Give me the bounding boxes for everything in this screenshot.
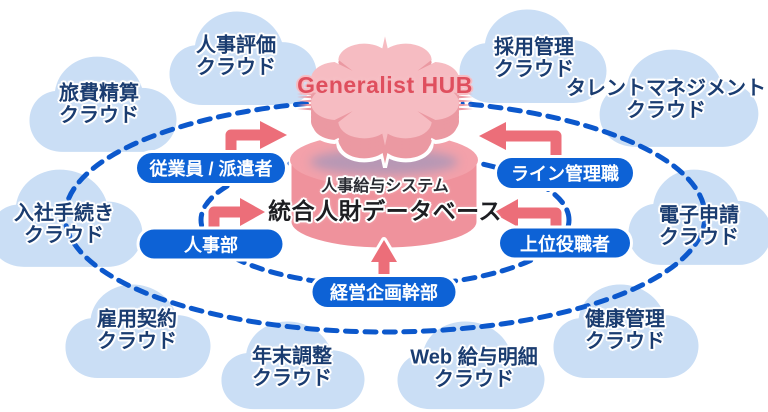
flow-arrows — [205, 118, 565, 280]
cloud-icon — [553, 284, 699, 378]
cloud-label-onboarding: 入社手続きクラウド — [14, 202, 114, 247]
cloud-icon — [599, 49, 759, 147]
cloud-icon — [397, 321, 545, 410]
cloud-icon — [65, 284, 211, 378]
arrow-senior-executives-to-hub — [493, 199, 562, 233]
cloud-health-management — [552, 283, 700, 381]
cloud-label-employment-contract: 雇用契約クラウド — [97, 308, 177, 353]
cloud-label-year-end-adjustment: 年末調整クラウド — [252, 345, 332, 390]
arrow-employees-to-hub — [225, 121, 287, 157]
cloud-label-travel-expense: 旅費精算クラウド — [59, 82, 139, 127]
cloud-recruiting — [458, 8, 608, 106]
cloud-hr-evaluation — [168, 10, 318, 108]
cloud-icon — [459, 9, 607, 103]
cloud-label-e-application: 電子申請クラウド — [659, 204, 739, 249]
role-pill-senior-executives: 上位役職者 — [500, 228, 630, 258]
cloud-icon — [628, 169, 768, 265]
cloud-employment-contract — [64, 283, 212, 381]
role-pill-hr-department: 人事部 — [139, 229, 283, 259]
role-pill-line-managers: ライン管理職 — [497, 158, 633, 188]
cloud-talent-management — [598, 48, 760, 150]
cloud-icon — [0, 169, 143, 267]
cloud-icon — [29, 56, 177, 152]
role-pill-corporate-planning: 経営企画幹部 — [312, 277, 456, 307]
hub-title: Generalist HUB — [297, 72, 473, 99]
cloud-label-recruiting: 採用管理クラウド — [494, 36, 574, 81]
cloud-icon — [221, 321, 365, 410]
cloud-web-payslip — [396, 320, 546, 412]
role-pill-employees-dispatched: 従業員 / 派遣者 — [137, 153, 285, 183]
cloud-label-hr-evaluation: 人事評価クラウド — [196, 34, 276, 79]
cloud-e-application — [627, 168, 768, 268]
cloud-onboarding — [0, 168, 144, 270]
arrow-hr-department-to-hub — [208, 198, 265, 233]
cloud-label-health-management: 健康管理クラウド — [585, 308, 665, 353]
cloud-year-end-adjustment — [220, 320, 366, 412]
cloud-icon — [169, 11, 317, 105]
database-subtitle: 人事給与システム — [321, 178, 449, 196]
database-title: 統合人財データベース — [268, 198, 502, 225]
cloud-travel-expense — [28, 55, 178, 155]
cloud-label-web-payslip: Web 給与明細クラウド — [410, 346, 538, 391]
cloud-label-talent-management: タレントマネジメントクラウド — [566, 77, 766, 122]
arrow-line-managers-to-hub — [479, 122, 562, 160]
